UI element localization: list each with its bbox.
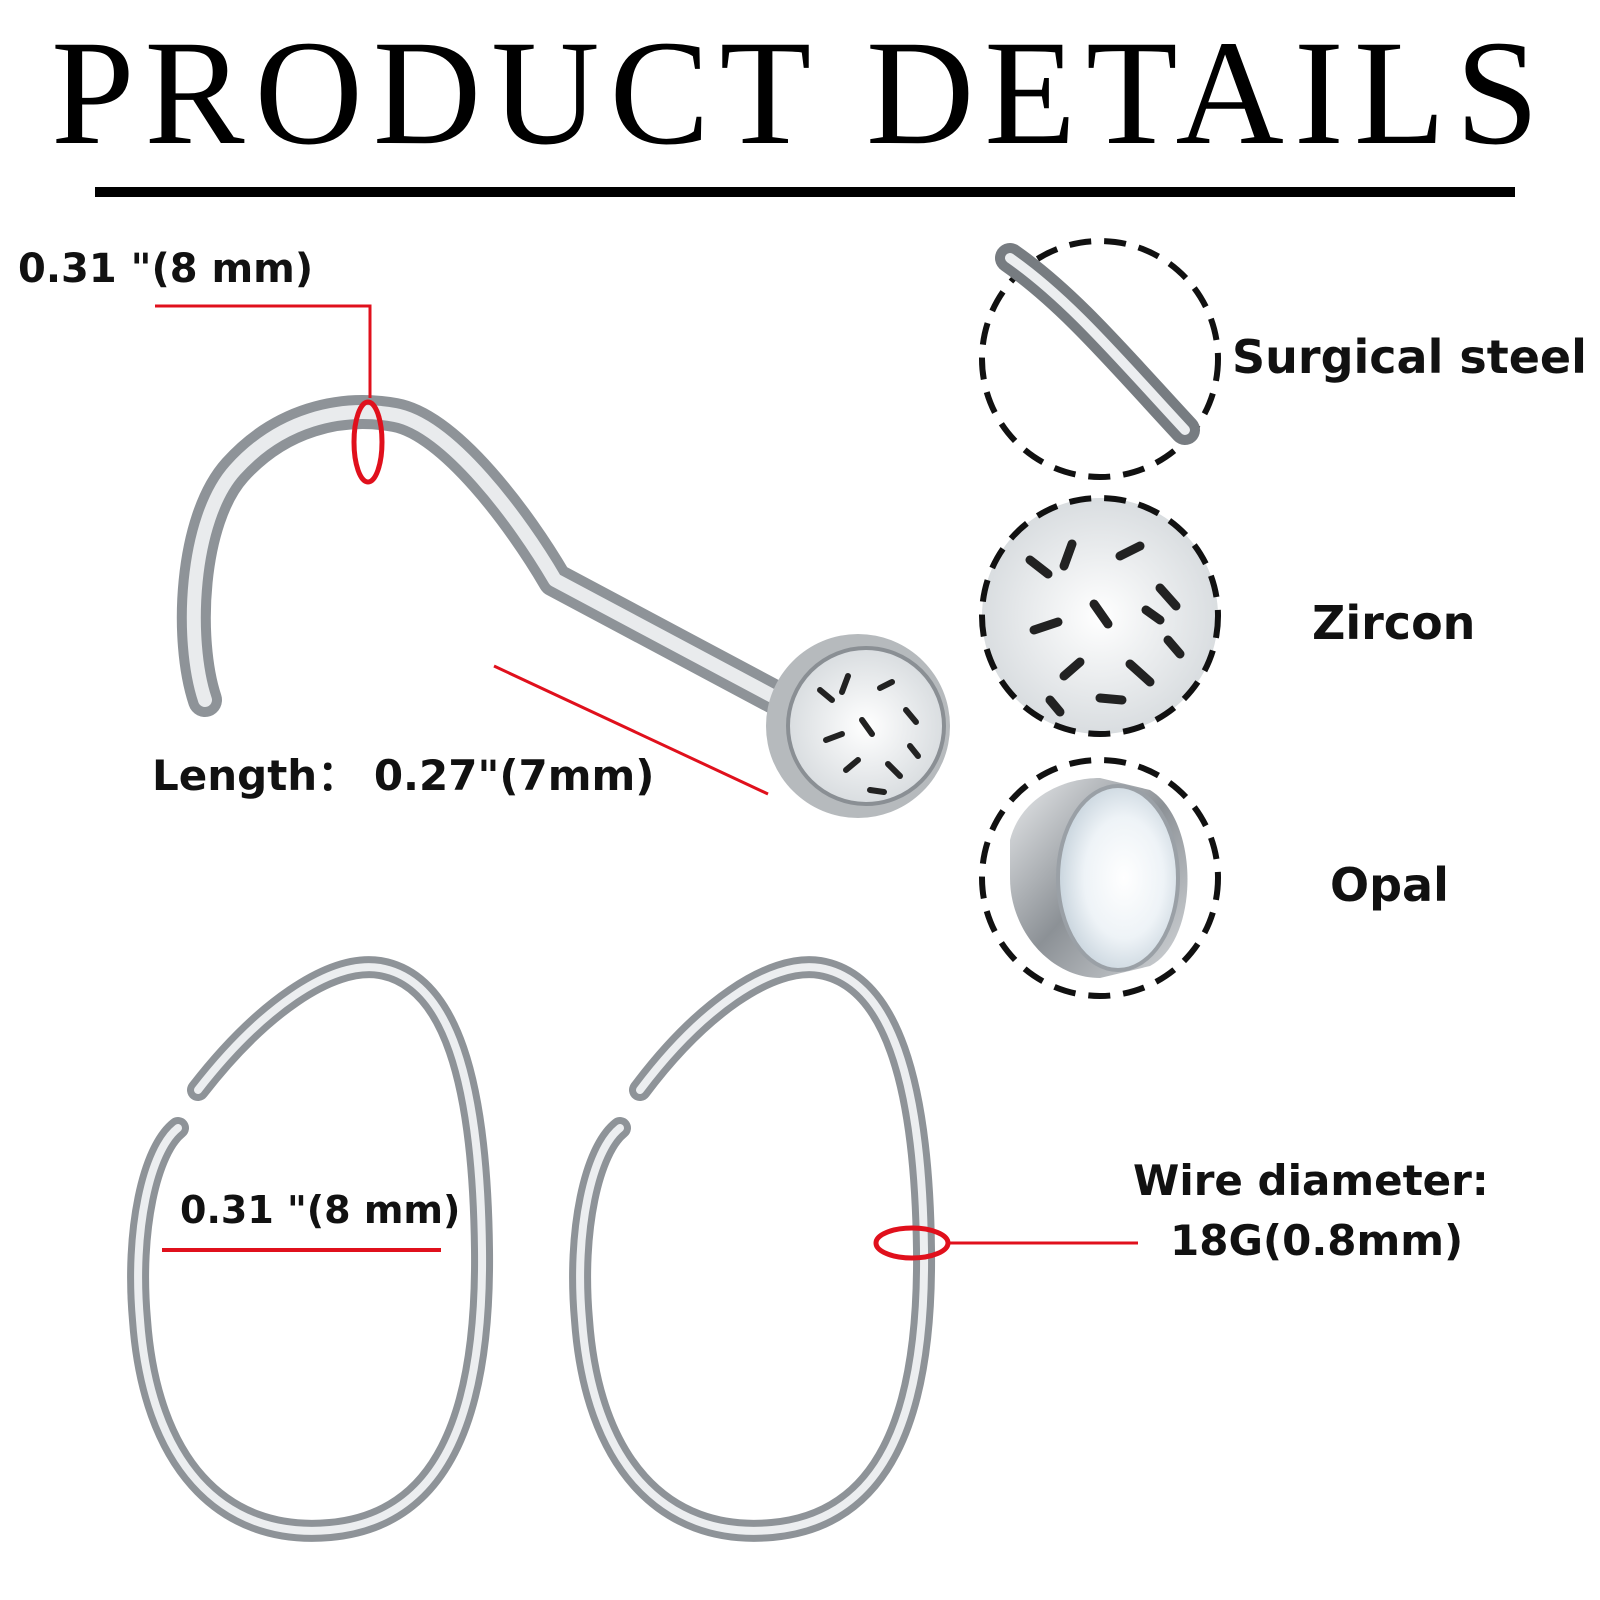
bend-diameter-label: 0.31 "(8 mm) bbox=[18, 246, 314, 292]
material-steel-label: Surgical steel bbox=[1232, 330, 1587, 384]
nose-screw bbox=[176, 395, 950, 818]
material-opal-swatch bbox=[979, 757, 1221, 999]
material-steel-swatch bbox=[979, 238, 1221, 480]
material-zircon-label: Zircon bbox=[1312, 596, 1476, 650]
hoop-left bbox=[127, 956, 494, 1542]
hoop-right bbox=[569, 956, 936, 1542]
material-zircon-swatch bbox=[979, 495, 1221, 737]
material-opal-label: Opal bbox=[1330, 858, 1449, 912]
zircon-sparkle bbox=[817, 673, 921, 795]
wire-diameter-label: Wire diameter: bbox=[1133, 1156, 1489, 1205]
hoop-diameter-label: 0.31 "(8 mm) bbox=[180, 1188, 461, 1232]
hoop-annotation-lines bbox=[162, 1225, 1138, 1261]
screw-annotation-lines bbox=[155, 304, 769, 796]
length-label: Length： 0.27"(7mm) bbox=[152, 751, 655, 800]
title-divider bbox=[95, 187, 1515, 197]
page-title: PRODUCT DETAILS bbox=[51, 10, 1549, 176]
wire-gauge-value: 18G(0.8mm) bbox=[1170, 1216, 1464, 1265]
